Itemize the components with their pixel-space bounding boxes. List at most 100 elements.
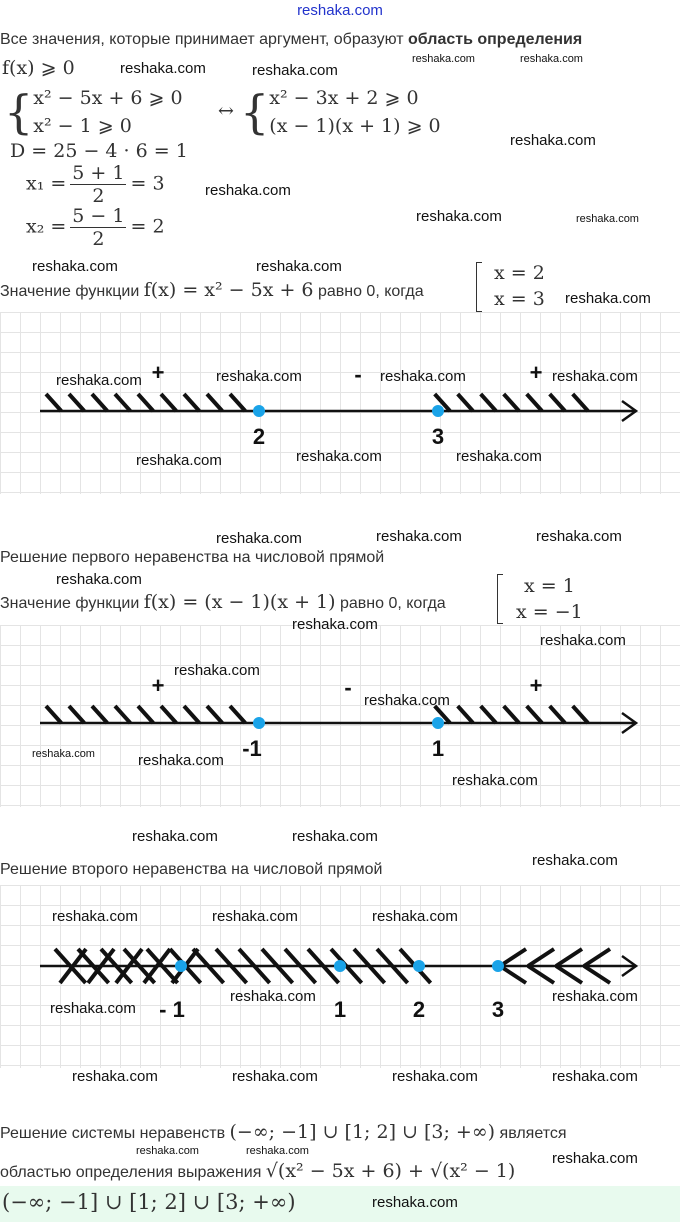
point-marker (432, 405, 444, 417)
roots-1-text: Значение функции f(x) = x² − 5x + 6 равн… (0, 279, 424, 301)
tick-label: 3 (432, 424, 444, 449)
conclusion-line-1: Решение системы неравенств (−∞; −1] ∪ [1… (0, 1121, 567, 1143)
hatch-stroke (136, 392, 155, 413)
axis-arrow (621, 399, 639, 423)
hatch-stroke (205, 704, 224, 725)
system-2: {x² − 3x + 2 ⩾ 0(x − 1)(x + 1) ⩾ 0 (240, 85, 441, 139)
watermark: reshaka.com (50, 1000, 136, 1017)
point-marker (432, 717, 444, 729)
sign-plus: + (530, 360, 543, 385)
tick-label: -1 (242, 736, 262, 761)
watermark: reshaka.com (136, 1145, 199, 1157)
caption-1: Решение первого неравенства на числовой … (0, 549, 385, 566)
watermark: reshaka.com (392, 1068, 478, 1085)
roots-1-bracket (476, 262, 482, 317)
watermark: reshaka.com (292, 828, 378, 845)
point-marker (492, 960, 504, 972)
watermark: reshaka.com (552, 988, 638, 1005)
hatch-stroke (90, 392, 109, 413)
tick-label: 2 (413, 997, 425, 1022)
watermark: reshaka.com (376, 528, 462, 545)
hatch-stroke (113, 704, 132, 725)
watermark: reshaka.com (576, 213, 639, 225)
watermark: reshaka.com (138, 752, 224, 769)
hatch-stroke (228, 392, 247, 413)
hatch-stroke (433, 704, 452, 725)
watermark: reshaka.com (56, 372, 142, 389)
hatch-stroke (526, 964, 556, 985)
watermark: reshaka.com (552, 1150, 638, 1167)
hatch-stroke (525, 704, 544, 725)
watermark: reshaka.com (32, 258, 118, 275)
equiv-sign: ↔ (218, 100, 234, 122)
hatch-stroke (571, 392, 590, 413)
hatch-stroke (136, 704, 155, 725)
hatch-stroke (67, 704, 86, 725)
watermark: reshaka.com (380, 368, 466, 385)
point-marker (253, 405, 265, 417)
watermark: reshaka.com (132, 828, 218, 845)
tick-label: - 1 (159, 997, 185, 1022)
hatch-stroke (182, 704, 201, 725)
watermark: reshaka.com (120, 60, 206, 77)
hatch-stroke (182, 392, 201, 413)
watermark: reshaka.com (540, 632, 626, 649)
watermark: reshaka.com (32, 748, 95, 760)
number-line-3: - 1 1 2 3 (0, 885, 680, 1068)
point-marker (253, 717, 265, 729)
hatch-stroke (548, 704, 567, 725)
hatch-stroke (554, 964, 584, 985)
answer: (−∞; −1] ∪ [1; 2] ∪ [3; +∞) (2, 1190, 296, 1214)
hatch-stroke (90, 704, 109, 725)
hatch-stroke (159, 704, 178, 725)
roots-2-bracket (497, 574, 503, 629)
hatch-stroke (582, 947, 612, 968)
watermark: reshaka.com (230, 988, 316, 1005)
point-marker (175, 960, 187, 972)
hatch-stroke (571, 704, 590, 725)
watermark: reshaka.com (452, 772, 538, 789)
watermark: reshaka.com (416, 208, 502, 225)
answer-box: (−∞; −1] ∪ [1; 2] ∪ [3; +∞) (0, 1186, 680, 1222)
watermark: reshaka.com (52, 908, 138, 925)
hatch-stroke (44, 704, 63, 725)
watermark: reshaka.com (520, 53, 583, 65)
sign-minus: - (354, 362, 361, 387)
watermark: reshaka.com (252, 62, 338, 79)
roots-2-text: Значение функции f(x) = (x − 1)(x + 1) р… (0, 591, 446, 613)
watermark: reshaka.com (292, 616, 378, 633)
sign-plus: + (530, 673, 543, 698)
watermark: reshaka.com (232, 1068, 318, 1085)
conclusion-line-2: областью определения выражения √(x² − 5x… (0, 1160, 516, 1182)
point-marker (413, 960, 425, 972)
watermark: reshaka.com (536, 528, 622, 545)
watermark: reshaka.com (256, 258, 342, 275)
sign-plus: + (152, 673, 165, 698)
discriminant: D = 25 − 4 · 6 = 1 (10, 140, 188, 162)
watermark: reshaka.com (372, 908, 458, 925)
hatch-stroke (67, 392, 86, 413)
hatch-stroke (526, 947, 556, 968)
hatch-stroke (525, 392, 544, 413)
sign-minus: - (344, 675, 351, 700)
axis-arrow (621, 711, 639, 735)
watermark: reshaka.com (372, 1194, 458, 1211)
hatch-stroke (554, 947, 584, 968)
hatch-stroke (228, 704, 247, 725)
hatch-stroke (502, 704, 521, 725)
hatch-stroke (433, 392, 452, 413)
site-header[interactable]: reshaka.com (297, 2, 383, 19)
hatch-stroke (113, 392, 132, 413)
hatch-stroke (479, 392, 498, 413)
tick-label: 3 (492, 997, 504, 1022)
tick-label: 1 (334, 997, 346, 1022)
watermark: reshaka.com (216, 530, 302, 547)
watermark: reshaka.com (565, 290, 651, 307)
watermark: reshaka.com (412, 53, 475, 65)
watermark: reshaka.com (216, 368, 302, 385)
